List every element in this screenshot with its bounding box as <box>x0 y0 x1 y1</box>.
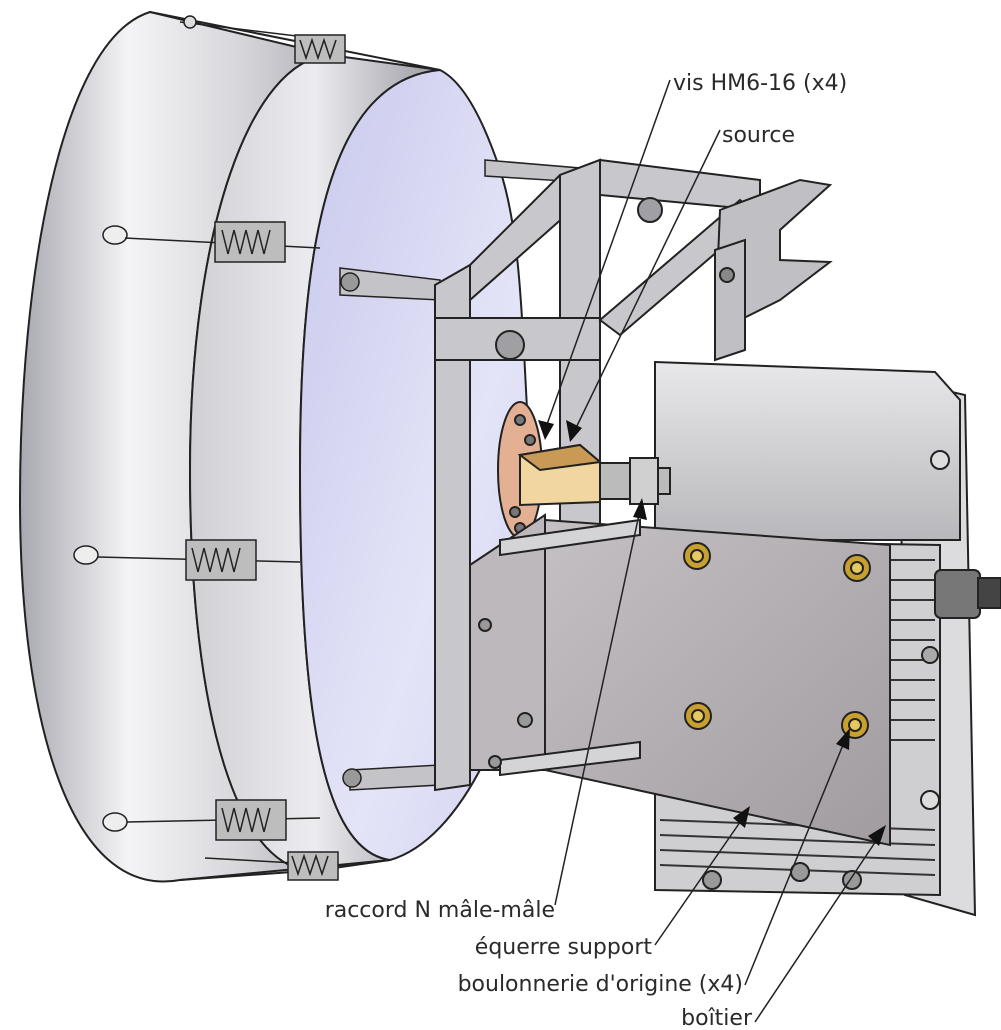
label-boulonnerie: boulonnerie d'origine (x4) <box>458 972 743 997</box>
label-vis: vis HM6-16 (x4) <box>673 71 847 96</box>
rod-top <box>179 15 346 64</box>
callout-labels: vis HM6-16 (x4) source raccord N mâle-mâ… <box>325 71 848 1030</box>
label-boitier: boîtier <box>681 1006 753 1030</box>
rod-middle <box>73 539 301 581</box>
leader-boitier <box>754 834 881 1023</box>
leader-raccord <box>554 509 641 906</box>
bracket-bolt <box>843 554 871 582</box>
rod-bottom <box>204 851 351 881</box>
leader-boulonnerie <box>744 739 846 986</box>
label-source: source <box>722 123 795 148</box>
n-connector <box>599 457 671 505</box>
pole-clamp <box>713 178 833 362</box>
leader-source <box>574 129 721 431</box>
bracket-plate <box>544 518 891 847</box>
label-raccord: raccord N mâle-mâle <box>325 898 555 923</box>
dish-tension-rods <box>73 15 351 881</box>
cable-gland <box>934 569 1001 619</box>
leader-lines <box>538 79 886 1023</box>
leader-equerre <box>654 814 746 946</box>
frame-bolt <box>637 197 663 223</box>
leader-vis <box>544 79 671 431</box>
rod-lower <box>102 799 321 841</box>
enclosure-lid <box>654 360 961 541</box>
frame-bolt <box>495 330 525 360</box>
rod-upper <box>102 221 321 263</box>
bracket-bolt <box>684 702 712 730</box>
bracket-bolt <box>683 542 711 570</box>
support-bracket <box>469 513 891 847</box>
label-equerre: équerre support <box>475 935 653 960</box>
dish-struts <box>339 159 581 791</box>
source-assembly <box>497 401 671 539</box>
